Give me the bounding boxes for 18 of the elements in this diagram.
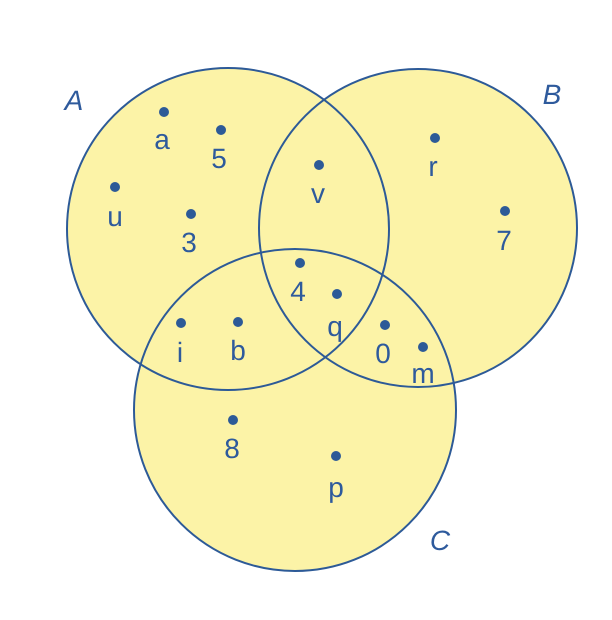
set-label: B [542, 81, 562, 109]
set-label: A [64, 87, 84, 115]
element-label: 7 [496, 227, 512, 255]
element-label: u [107, 203, 123, 231]
set-label: C [430, 527, 450, 555]
element-label: i [176, 339, 184, 367]
element-label: v [311, 180, 325, 208]
element-label: 3 [181, 229, 197, 257]
element-label: m [411, 360, 435, 388]
element-label: p [328, 474, 344, 502]
element-label: q [327, 313, 343, 341]
element-label: 5 [211, 145, 227, 173]
element-label: 4 [290, 278, 306, 306]
element-label: r [428, 153, 438, 181]
element-label: 0 [375, 340, 391, 368]
element-label: b [230, 337, 246, 365]
element-label: 8 [224, 435, 240, 463]
element-label: a [154, 126, 170, 154]
